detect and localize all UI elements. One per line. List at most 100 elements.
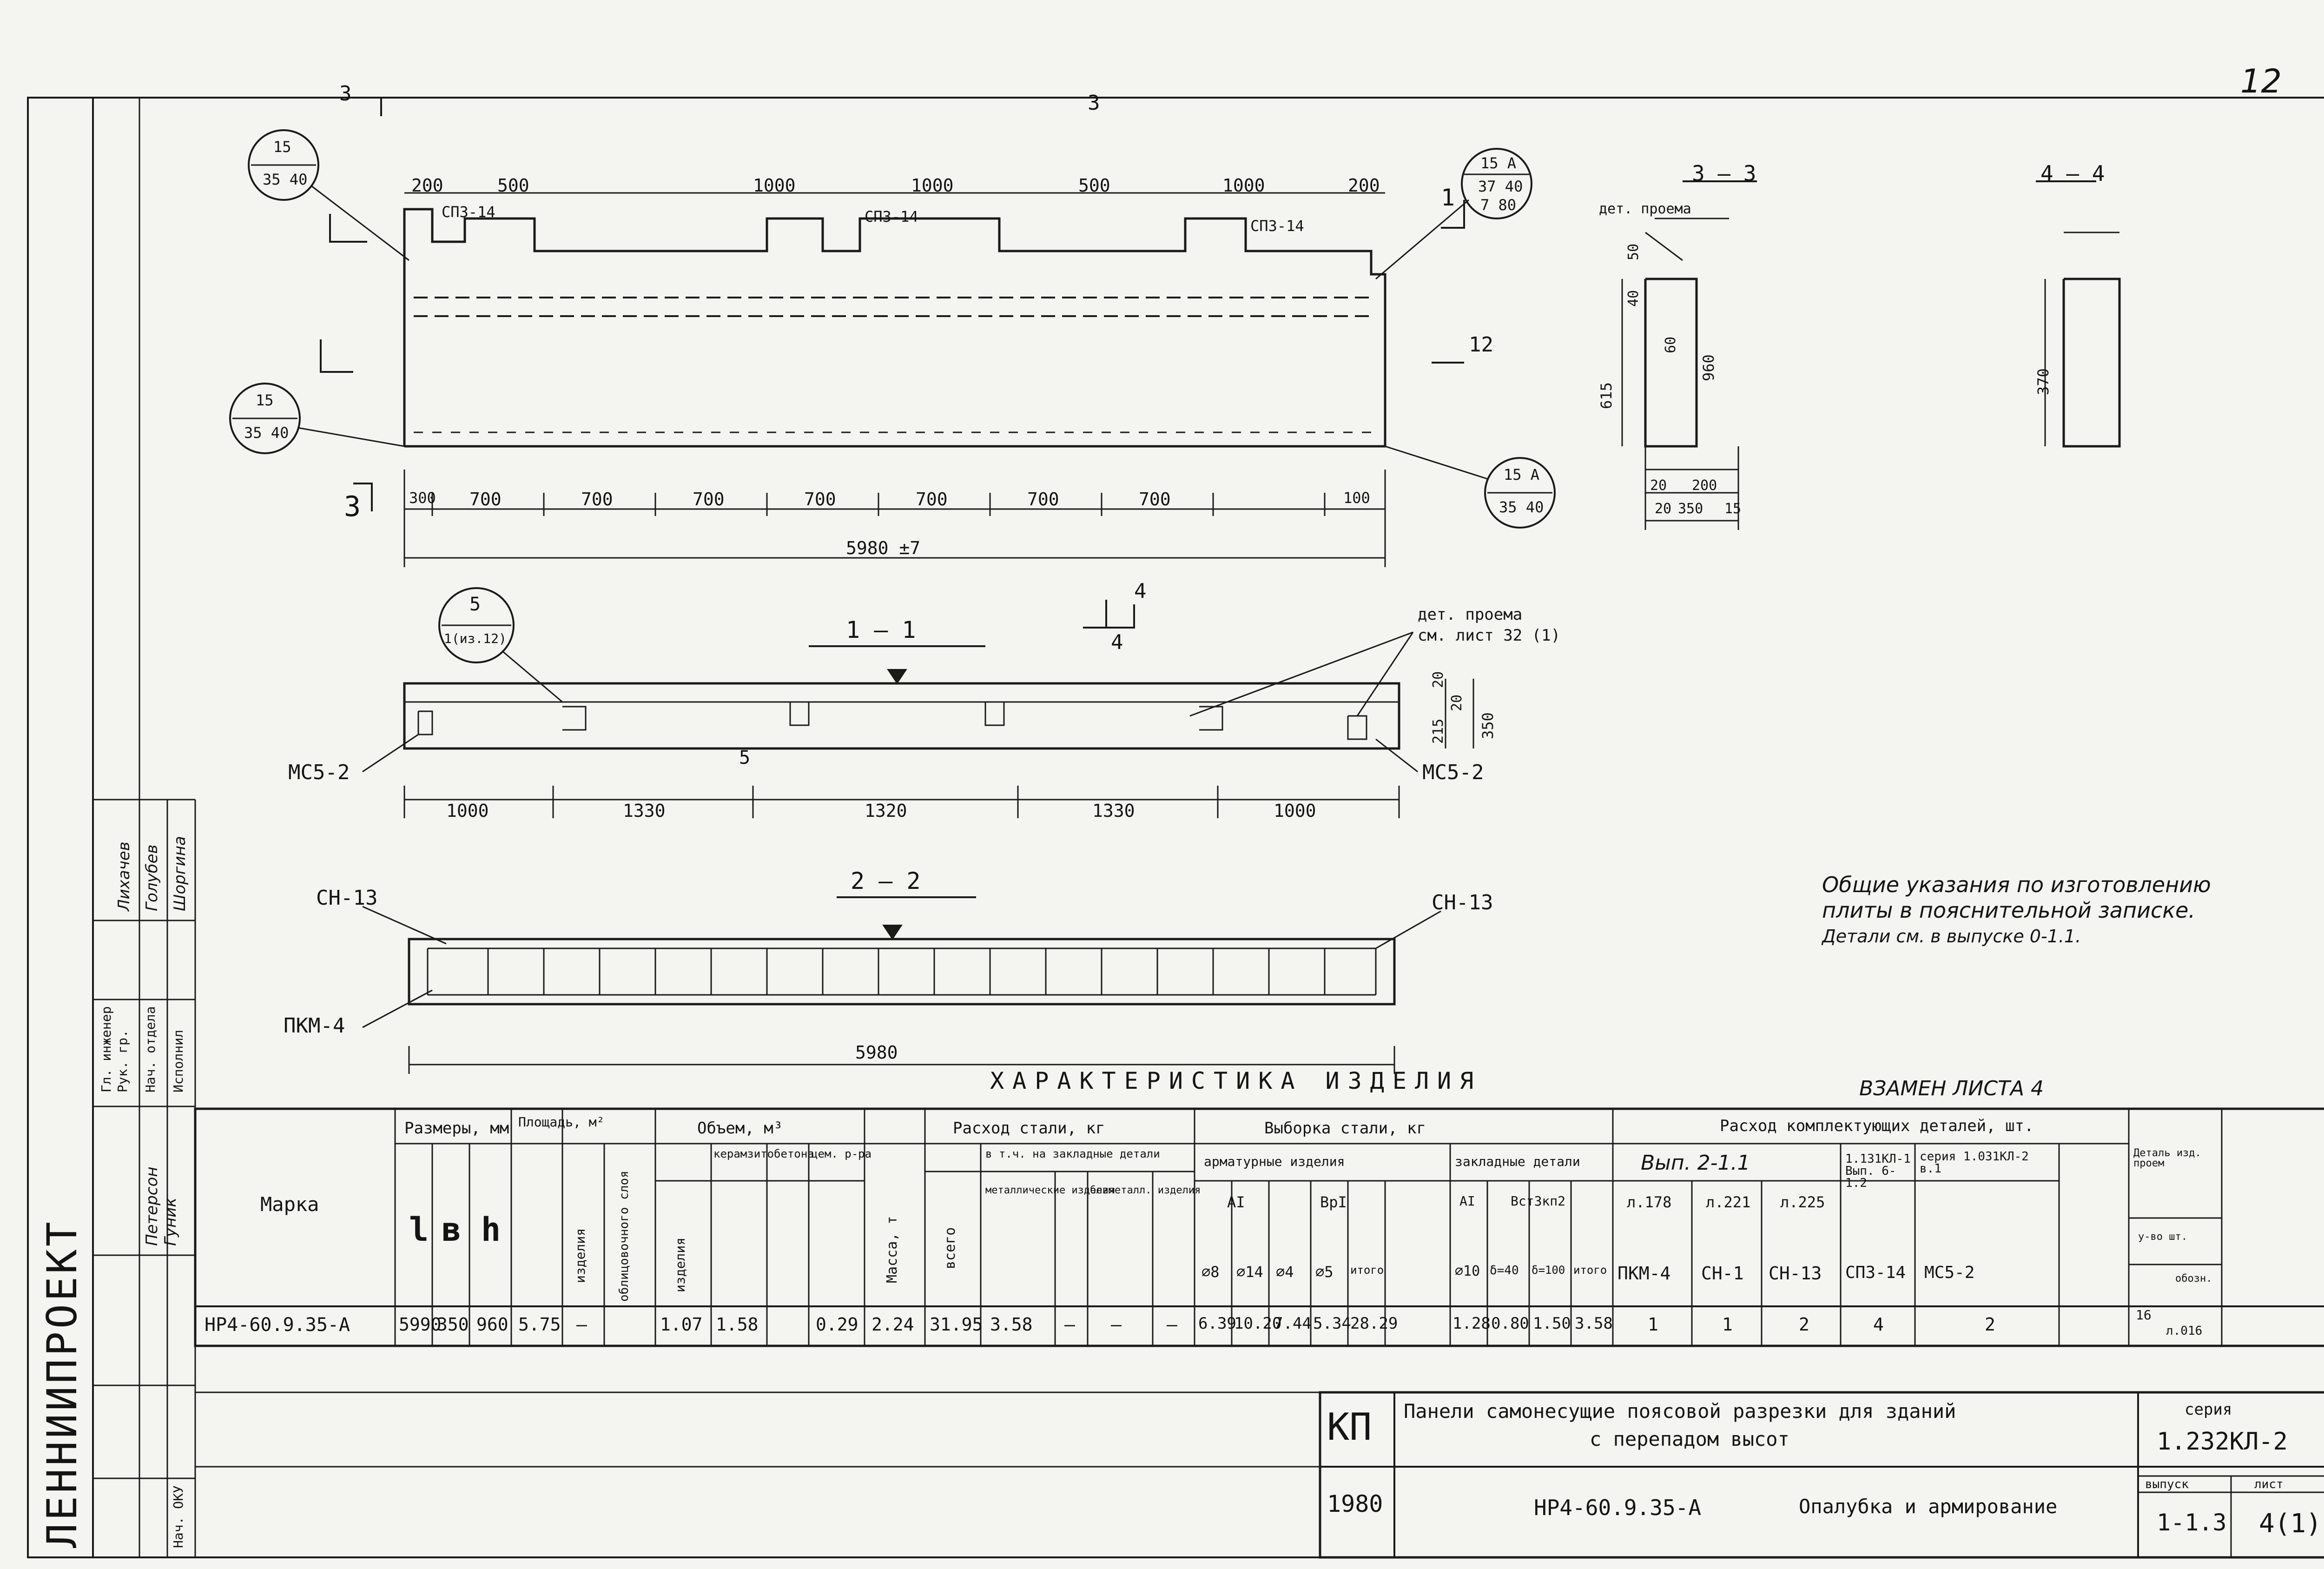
th-area: Площадь, м² (518, 1114, 605, 1130)
s11-note-line2: см. лист 32 (1) (1418, 626, 1561, 645)
title-line2: с перепадом высот (1590, 1428, 1789, 1450)
callout-top-right-top: 15 A (1480, 154, 1517, 172)
elev-bottom-dim: 700 (804, 489, 836, 510)
section-3-3-note: дет. проема (1599, 201, 1691, 217)
general-note-line: Детали см. в выпуске 0-1.1. (1822, 926, 2081, 947)
th-area-facing: облицовочного слоя (617, 1171, 631, 1302)
series-label: серия (2185, 1400, 2232, 1419)
elev-bottom-dim: 700 (1139, 489, 1171, 510)
th-vyp-221: л.221 (1706, 1193, 1751, 1211)
td-steel-nonmetal: — (1111, 1314, 1122, 1335)
th-sub-col: ⌀4 (1276, 1263, 1294, 1281)
elev-top-dim: 1000 (911, 175, 954, 196)
td-details-qty: 16 (2136, 1307, 2152, 1323)
elev-side-mark: 12 (1469, 333, 1493, 357)
td-area-item: 5.75 (518, 1314, 561, 1335)
td-vol-solution: 0.29 (816, 1314, 858, 1335)
elev-top-dim: 500 (1078, 175, 1110, 196)
th-comp-col: СН-13 (1769, 1263, 1822, 1284)
elev-bottom-dim: 100 (1343, 489, 1370, 507)
th-embedded: закладные детали (1455, 1154, 1580, 1169)
stamp-name: Шоргина (171, 836, 189, 911)
elev-bottom-dim: 300 (409, 489, 436, 507)
s11-vdim: 215 (1430, 718, 1446, 744)
th-steel: Расход стали, кг (953, 1119, 1105, 1138)
th-sub-col: итого (1350, 1264, 1384, 1277)
stamp-role: Рук. гр. (115, 1030, 130, 1092)
s22-dim: 5980 (855, 1042, 898, 1063)
callout-right-top: 15 A (1504, 466, 1540, 483)
th-detail-sub: обозн. (2175, 1273, 2212, 1284)
s22-right-top-label: СН-13 (1432, 891, 1493, 914)
issue-value: 1-1.3 (2157, 1509, 2227, 1536)
td-vol-ceramzit: 1.58 (716, 1314, 759, 1335)
section-3-3-title: 3 — 3 (1692, 161, 1756, 186)
th-details: Деталь изд. проем (2133, 1147, 2201, 1169)
th-steel-incl: в т.ч. на закладные детали (985, 1147, 1160, 1160)
th-comp-col: МС5-2 (1924, 1263, 1975, 1282)
general-note-line: плиты в пояснительной записке. (1822, 898, 2195, 923)
stamp-name: Голубев (143, 844, 161, 911)
td-embedded: 1.50 (1533, 1314, 1571, 1333)
th-area-item: изделия (573, 1228, 588, 1283)
elev-top-dim: 500 (497, 175, 529, 196)
callout-5-top: 5 (469, 594, 481, 615)
th-steel-metal: металлические изделия (985, 1185, 1115, 1196)
td-rebar: 28.29 (1350, 1314, 1398, 1333)
th-vyp-225: л.225 (1780, 1193, 1825, 1211)
title-item-mark: НР4-60.9.35-А (1534, 1495, 1702, 1520)
s33-bottom-dim: 350 (1678, 501, 1703, 517)
s33-dim: 615 (1598, 382, 1615, 409)
td-steel-total: 31.95 (930, 1314, 983, 1335)
view-marker: 4 (1134, 579, 1147, 603)
th-sub-col: ⌀14 (1236, 1263, 1263, 1281)
th-sizes: Размеры, мм (404, 1119, 509, 1138)
replacement-note: ВЗАМЕН ЛИСТА 4 (1859, 1077, 2044, 1100)
s33-dim: 60 (1663, 336, 1679, 353)
elev-bottom-dim: 700 (581, 489, 613, 510)
stamp-role: Гл. инженер (99, 1006, 114, 1092)
series-value: 1.232КЛ-2 (2157, 1428, 2288, 1456)
td-steel-nonmetal: — (1167, 1314, 1177, 1335)
th-vol-item: изделия (673, 1237, 688, 1292)
td-details-ref: л.016 (2166, 1324, 2203, 1338)
title-kp: КП (1327, 1405, 1372, 1449)
org-name: ЛЕННИИПРОЕКТ (38, 1219, 86, 1548)
elev-top-dim: 200 (1348, 175, 1380, 196)
s11-dim: 1330 (623, 801, 666, 821)
s11-dim: 1330 (1092, 801, 1135, 821)
sp-mark: СП3-14 (865, 208, 918, 225)
th-rebar-a1: AI (1227, 1193, 1245, 1211)
td-steel-nonmetal: — (1064, 1314, 1075, 1335)
td-embedded: 0.80 (1491, 1314, 1529, 1333)
view-marker: 3 (1088, 91, 1100, 115)
s33-dim: 960 (1700, 354, 1717, 381)
title-item-desc: Опалубка и армирование (1799, 1495, 2058, 1518)
td-embedded: 3.58 (1575, 1314, 1613, 1333)
sheet-value: 4(1) (2259, 1509, 2322, 1539)
td-rebar: 7.44 (1274, 1314, 1312, 1333)
sheet-label: лист (2254, 1477, 2284, 1491)
stamp-role: Нач. ОКУ (171, 1485, 186, 1548)
callout-top-left-top: 15 (273, 138, 291, 156)
th-selection: Выборка стали, кг (1264, 1119, 1426, 1138)
elev-bottom-dim: 700 (693, 489, 725, 510)
td-b: 350 (437, 1314, 469, 1335)
elev-top-dim: 1000 (1222, 175, 1265, 196)
td-rebar: 5.34 (1313, 1314, 1351, 1333)
td-embedded: 1.28 (1452, 1314, 1491, 1333)
stamp-role: Нач. отдела (143, 1006, 158, 1092)
view-marker-right: 1 (1441, 184, 1455, 211)
th-volume: Объем, м³ (697, 1119, 783, 1138)
stamp-name: Петерсон (143, 1166, 161, 1246)
th-vol-ceramzit: керамзитобетона (713, 1147, 814, 1160)
sheet-corner-number: 12 (2240, 62, 2282, 100)
callout-left-bottom: 35 40 (244, 424, 289, 442)
th-mass: Масса, т (884, 1216, 900, 1284)
td-l: 5990 (399, 1314, 442, 1335)
th-sub-col: ⌀10 (1455, 1263, 1480, 1279)
th-sub-col: ⌀5 (1315, 1263, 1334, 1281)
sp-mark: СП3-14 (442, 203, 495, 221)
th-emb-steel: Вст3кп2 (1511, 1193, 1566, 1209)
